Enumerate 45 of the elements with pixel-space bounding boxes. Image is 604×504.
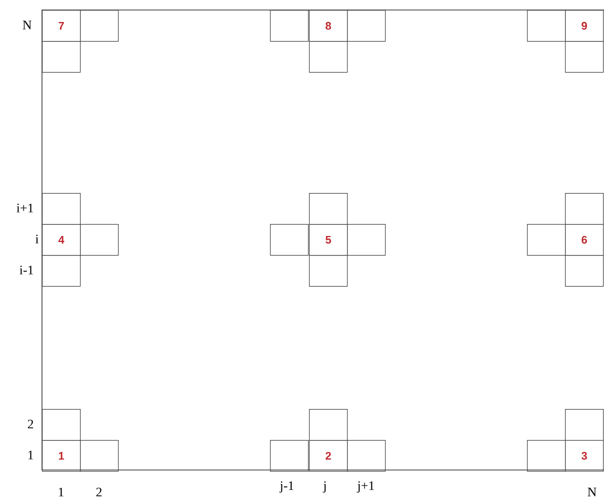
grid-cell [42, 409, 81, 441]
grid-cell [565, 193, 604, 225]
grid-cell [80, 10, 119, 42]
grid-cell [309, 409, 348, 441]
numbered-cell: 5 [309, 224, 348, 256]
numbered-cell: 8 [309, 10, 348, 42]
grid-cell [527, 224, 566, 256]
numbered-cell: 1 [42, 440, 81, 472]
numbered-cell: 4 [42, 224, 81, 256]
grid-cell [42, 193, 81, 225]
grid-cell [42, 255, 81, 287]
axis-index-label: i-1 [20, 266, 34, 274]
grid-cell [565, 255, 604, 287]
grid-cell [309, 41, 348, 73]
axis-index-label: 1 [58, 488, 64, 496]
numbered-cell: 7 [42, 10, 81, 42]
grid-cell [347, 440, 386, 472]
grid-cell [347, 224, 386, 256]
axis-index-label: i [35, 234, 39, 244]
grid-cell [527, 440, 566, 472]
numbered-cell: 2 [309, 440, 348, 472]
numbered-cell: 9 [565, 10, 604, 42]
grid-cell [270, 224, 309, 256]
axis-index-label: j+1 [356, 481, 374, 493]
grid-cell [565, 41, 604, 73]
grid-cell [309, 255, 348, 287]
axis-index-label: N [588, 488, 596, 496]
axis-index-label: j [322, 481, 326, 493]
grid-cell [309, 193, 348, 225]
axis-index-label: 2 [96, 488, 102, 496]
grid-cell [80, 440, 119, 472]
grid-cell [270, 440, 309, 472]
grid-cell [270, 10, 309, 42]
axis-index-label: j-1 [279, 481, 294, 493]
numbered-cell: 3 [565, 440, 604, 472]
axis-index-label: N [22, 20, 32, 30]
grid-cell [565, 409, 604, 441]
grid-cell [347, 10, 386, 42]
grid-cell [42, 41, 81, 73]
axis-index-label: i+1 [16, 204, 34, 212]
grid-cell [527, 10, 566, 42]
axis-index-label: 1 [28, 450, 34, 460]
axis-index-label: 2 [28, 420, 34, 428]
numbered-cell: 6 [565, 224, 604, 256]
grid-cell [80, 224, 119, 256]
